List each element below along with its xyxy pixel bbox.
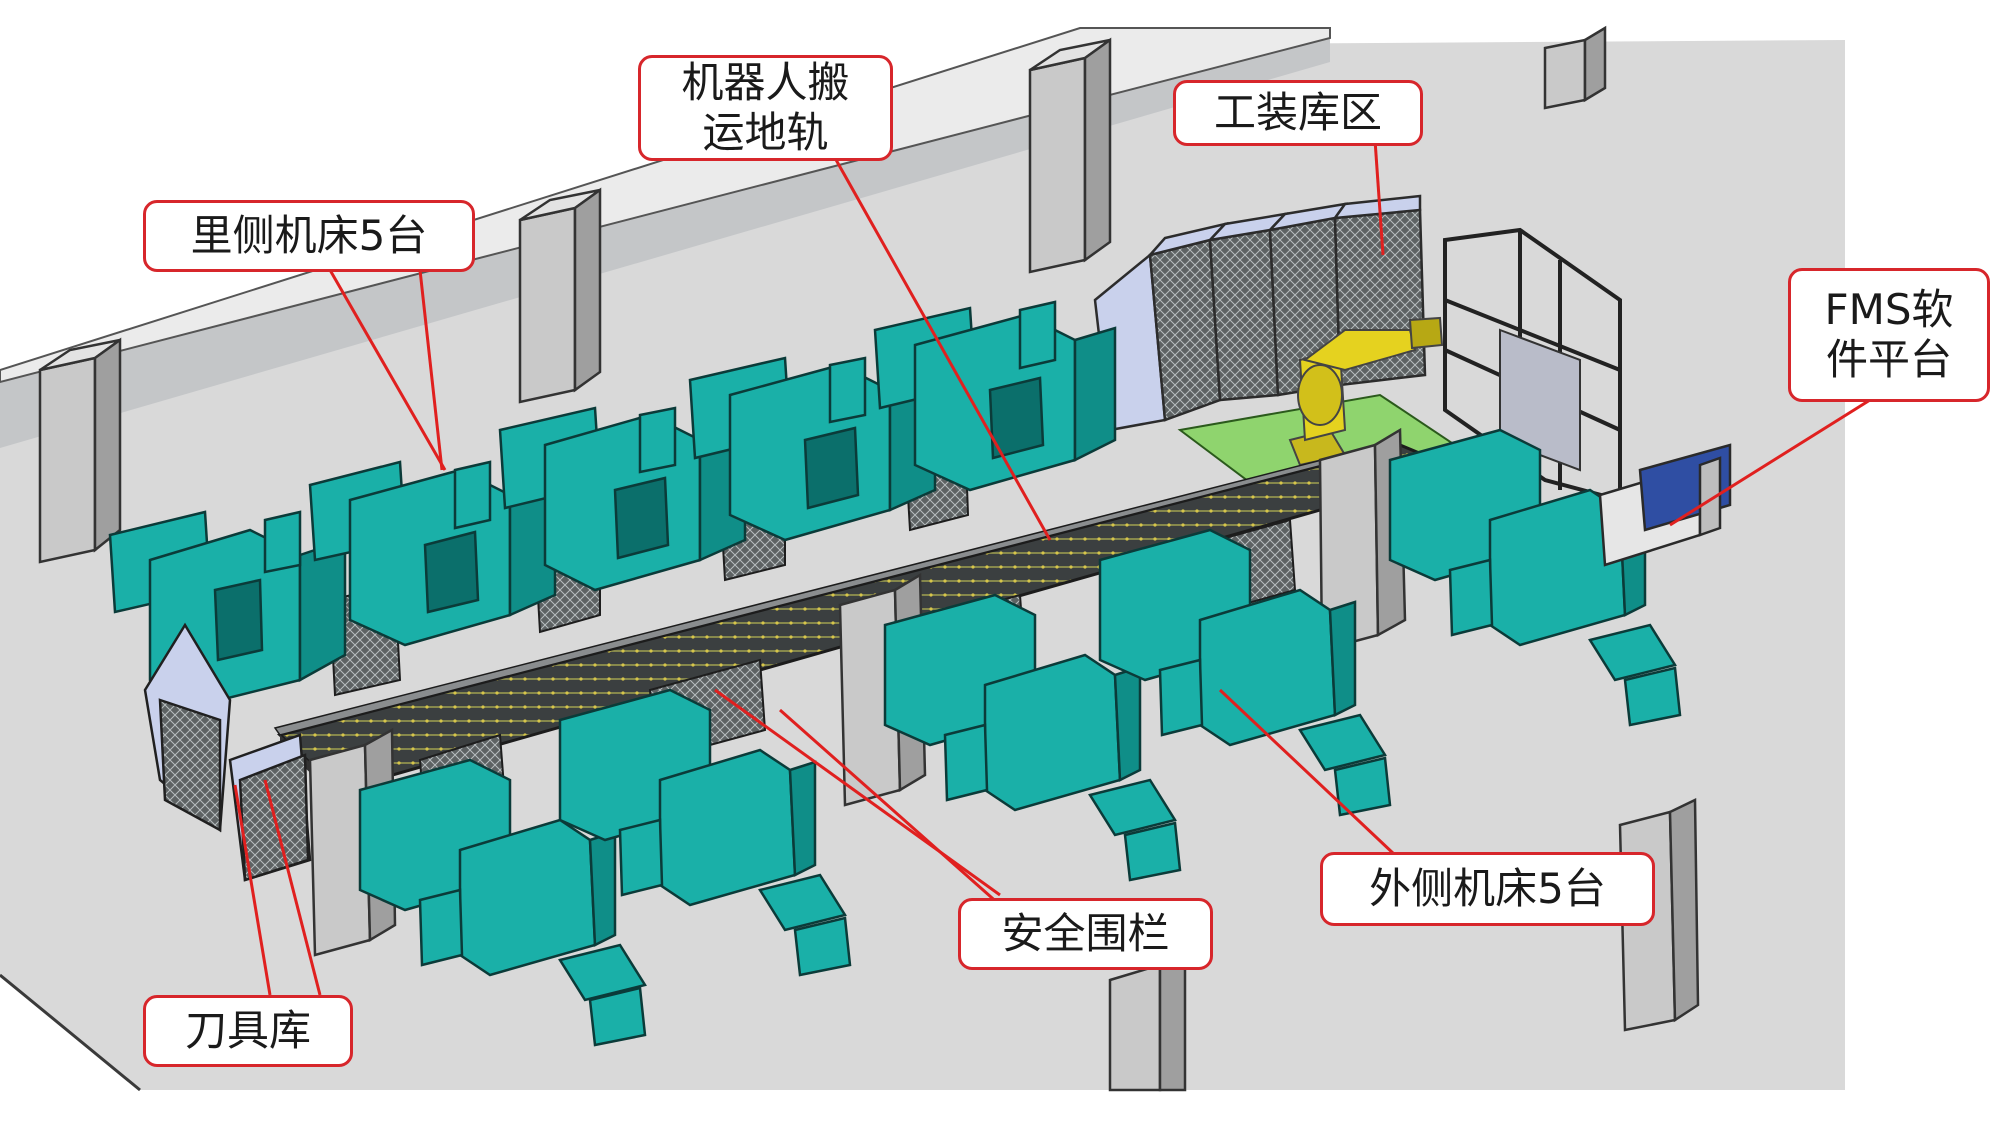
fixture-storage-callout: 工装库区	[1173, 80, 1423, 146]
leader-tool-magazine-b	[263, 779, 322, 996]
leader-fms	[1669, 398, 1871, 527]
outer-machine-2	[558, 688, 852, 977]
tool-magazine-label: 刀具库	[184, 1005, 311, 1055]
leader-fixture-storage	[1373, 139, 1385, 256]
leader-inner-machines-a	[328, 269, 447, 471]
fms-control-cabinet	[1598, 443, 1732, 567]
leader-outer-machines	[1218, 688, 1397, 857]
leader-safety-fence-a	[714, 688, 1001, 897]
fixture-storage-label: 工装库区	[1213, 87, 1382, 137]
floor-edge-left	[0, 973, 141, 1092]
leader-inner-machines-b	[418, 269, 444, 471]
robot-rail-callout: 机器人搬 运地轨	[638, 55, 893, 161]
leader-safety-fence-b	[779, 708, 1001, 907]
inner-machine-3	[498, 406, 747, 592]
back-wall	[0, 28, 1330, 448]
leader-lines	[233, 139, 1871, 996]
inner-machine-tools	[108, 300, 1117, 707]
frame-panel	[1499, 328, 1581, 472]
inner-machine-5	[873, 300, 1117, 492]
inner-machines-label: 里侧机床5台	[190, 210, 428, 260]
outer-machines-callout: 外侧机床5台	[1320, 852, 1655, 926]
safety-fence-callout: 安全围栏	[958, 898, 1213, 970]
leader-tool-magazine-a	[233, 784, 272, 996]
fms-label-line1: FMS软	[1824, 284, 1954, 334]
robot-arm-icon	[1288, 316, 1444, 467]
tool-magazine-callout: 刀具库	[143, 995, 353, 1067]
fms-label-line2: 件平台	[1825, 335, 1952, 384]
leader-robot-rail	[833, 157, 1052, 541]
fms-callout: FMS软 件平台	[1788, 268, 1990, 402]
inner-machine-4	[688, 356, 937, 542]
inner-machine-2	[308, 460, 557, 647]
inner-machines-callout: 里侧机床5台	[143, 200, 475, 272]
robot-rail-label-line2: 运地轨	[702, 108, 829, 157]
safety-fence-label: 安全围栏	[1001, 908, 1170, 958]
back-pillars	[38, 25, 1607, 564]
outer-machines-label: 外侧机床5台	[1369, 863, 1606, 913]
outer-machine-4	[1098, 528, 1392, 817]
tool-magazine	[143, 622, 312, 882]
back-wall-top	[0, 27, 1331, 384]
robot-rail-label-line1: 机器人搬	[681, 57, 850, 107]
